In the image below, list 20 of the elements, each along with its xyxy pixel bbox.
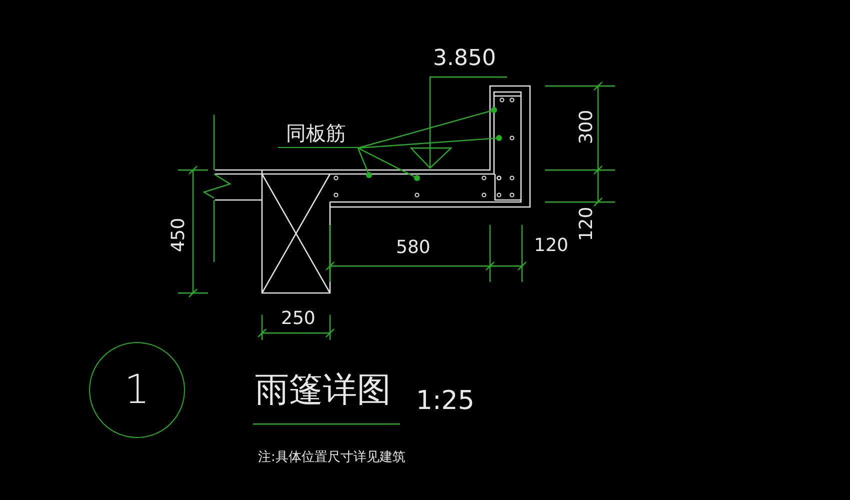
rebar-dot	[496, 135, 502, 141]
scale-text: 1:25	[416, 388, 474, 414]
leader-line	[358, 110, 492, 149]
dimension-text: 300	[578, 110, 596, 144]
leader-line	[358, 147, 415, 178]
elevation-text: 3.850	[433, 48, 496, 70]
dimension-text: 120	[534, 237, 568, 255]
detail-number-circle: 1	[89, 342, 185, 438]
leader-line	[357, 148, 368, 172]
rebar-dot	[414, 175, 420, 181]
leader-line	[358, 138, 496, 149]
dimension-text: 450	[170, 218, 188, 252]
dimension-text: 580	[396, 239, 430, 257]
rebar-dot	[366, 172, 372, 178]
rebar-note: 同板筋	[278, 118, 358, 148]
dimension-text: 120	[578, 206, 596, 242]
note-text: 注:具体位置尺寸详见建筑	[258, 451, 406, 464]
dimension-text: 250	[281, 310, 316, 328]
drawing-title: 雨篷详图	[255, 373, 391, 407]
rebar-dot	[491, 107, 497, 113]
